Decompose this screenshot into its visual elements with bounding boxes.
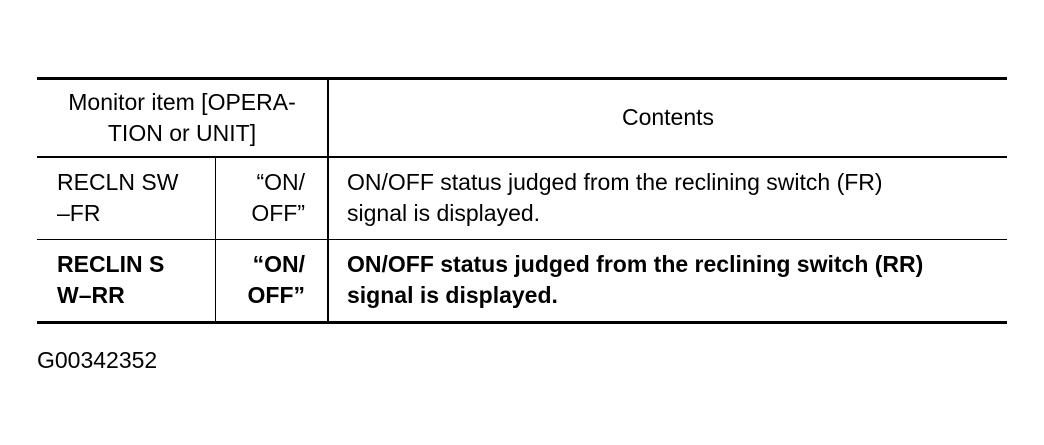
header-contents: Contents	[328, 77, 1007, 158]
operation-unit-cell: “ON/ OFF”	[215, 156, 329, 240]
operation-unit-cell: “ON/ OFF”	[215, 239, 329, 324]
table-row: RECLIN S W–RR “ON/ OFF” ON/OFF status ju…	[37, 239, 1007, 324]
monitor-item-cell: RECLIN S W–RR	[37, 239, 216, 324]
table-body: RECLN SW –FR “ON/ OFF” ON/OFF status jud…	[37, 156, 1007, 324]
monitor-item-cell: RECLN SW –FR	[37, 156, 216, 240]
table-header: Monitor item [OPERA- TION or UNIT] Conte…	[37, 77, 1007, 158]
contents-cell: ON/OFF status judged from the reclining …	[328, 239, 1007, 324]
table-header-row: Monitor item [OPERA- TION or UNIT] Conte…	[37, 77, 1007, 158]
figure-code: G00342352	[37, 347, 158, 373]
contents-cell: ON/OFF status judged from the reclining …	[328, 156, 1007, 240]
table-row: RECLN SW –FR “ON/ OFF” ON/OFF status jud…	[37, 156, 1007, 240]
monitor-item-table: Monitor item [OPERA- TION or UNIT] Conte…	[37, 77, 1007, 324]
header-monitor-item: Monitor item [OPERA- TION or UNIT]	[37, 77, 329, 158]
